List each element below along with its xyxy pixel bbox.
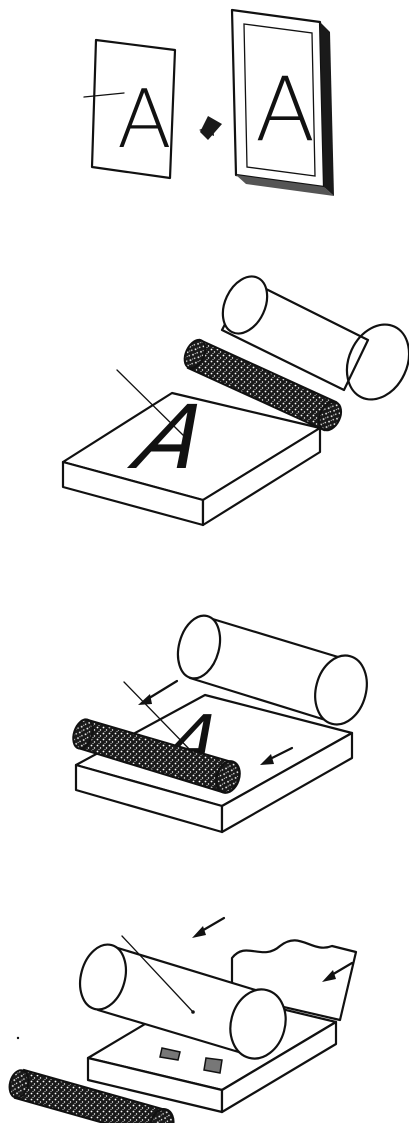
step-1-stencil-transfer: A A	[84, 10, 334, 196]
roll-direction-arrow	[146, 681, 177, 700]
step-4-printing	[7, 918, 356, 1123]
stencil-letter: A	[117, 73, 172, 166]
step-2-inking: A	[63, 269, 409, 525]
framed-letter: A	[255, 58, 315, 161]
step-3-rolling: A	[70, 611, 374, 832]
